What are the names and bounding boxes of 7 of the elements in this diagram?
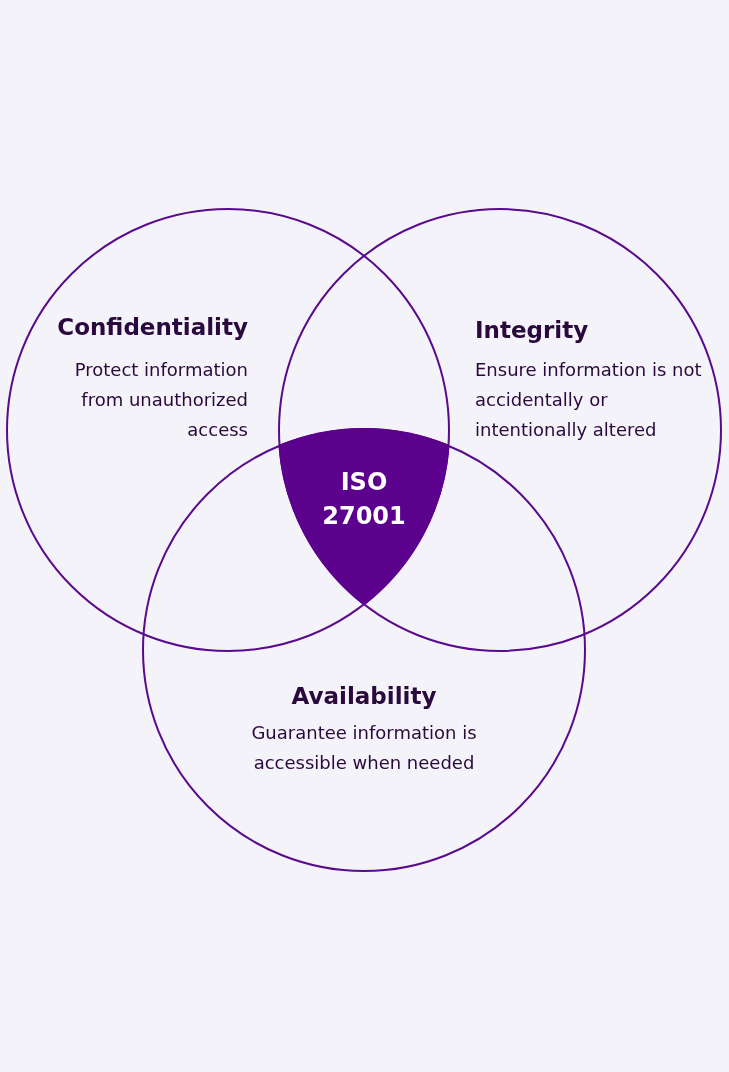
description: Protect information from unauthorized access bbox=[73, 358, 248, 442]
center-label: ISO 27001 bbox=[321, 467, 407, 532]
description: Guarantee information is accessible when needed bbox=[250, 721, 478, 775]
description: Ensure information is not accidentally or intentionally altered bbox=[475, 358, 703, 442]
heading: Integrity bbox=[475, 316, 590, 345]
heading: Availability bbox=[290, 682, 438, 711]
heading: Confidentiality bbox=[56, 313, 248, 342]
